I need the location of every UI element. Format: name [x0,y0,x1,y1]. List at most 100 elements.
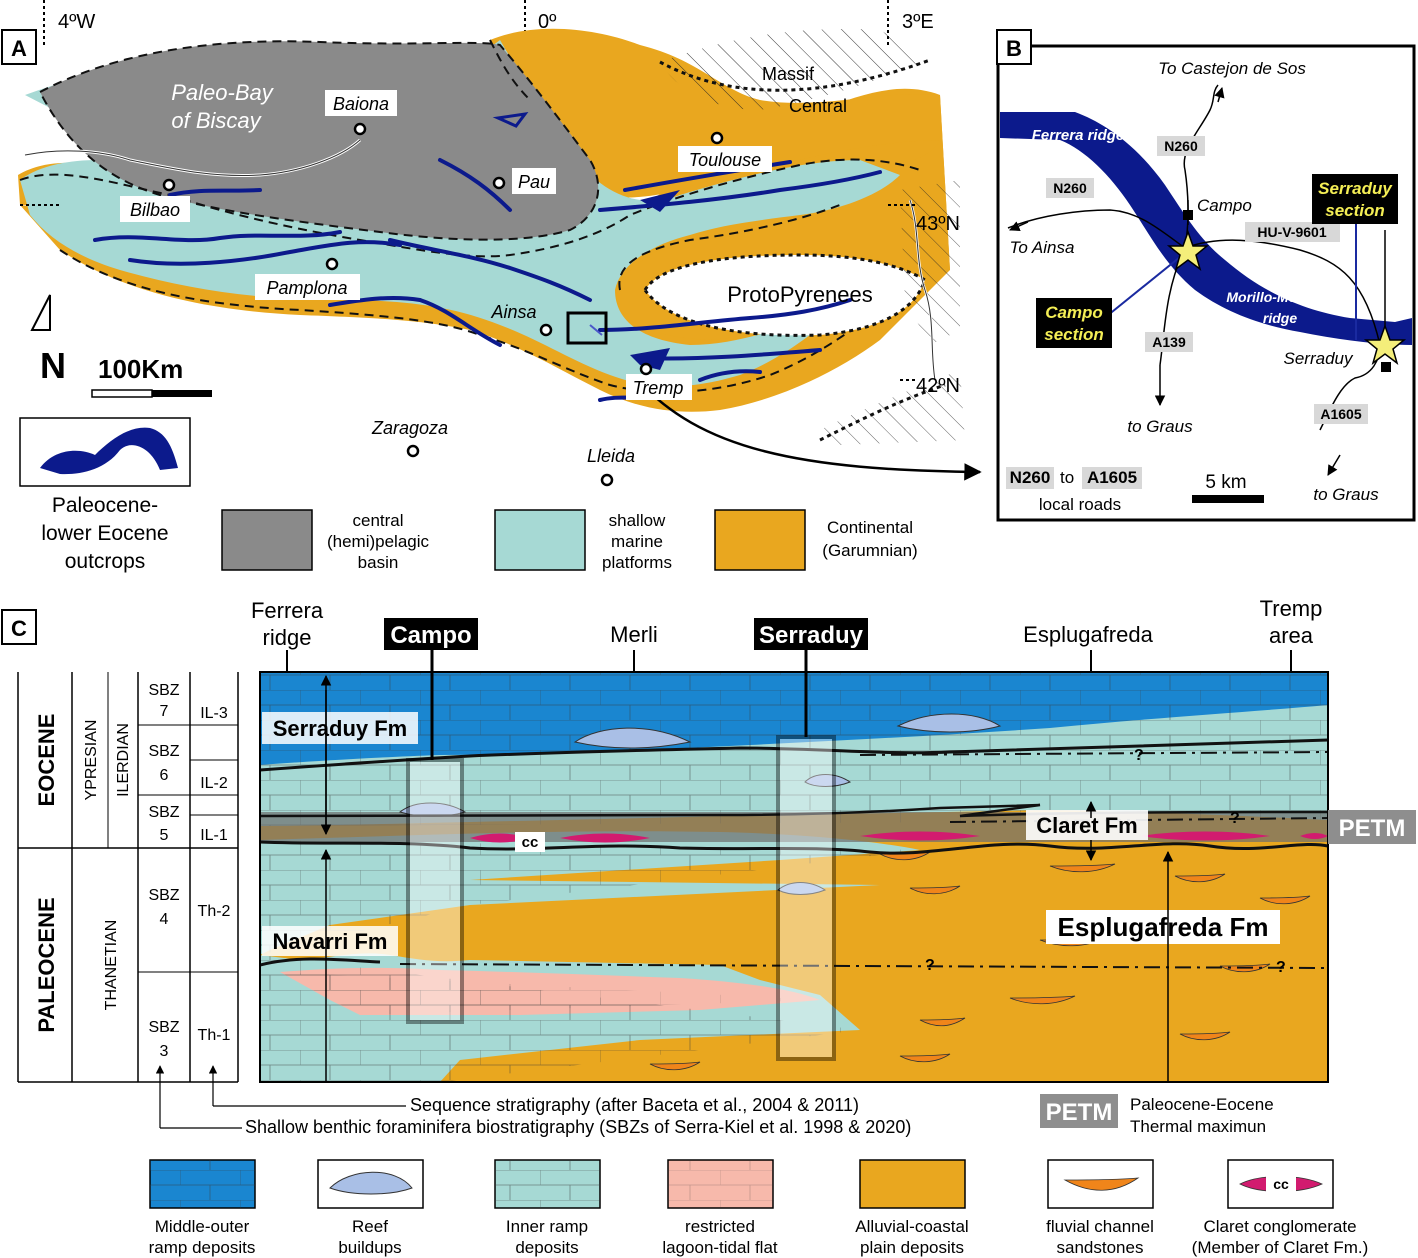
place-morillo-1: Morillo-Merli [1226,289,1310,305]
legend-outcrop-3: outcrops [65,550,146,573]
svg-text:plain deposits: plain deposits [860,1238,964,1257]
city-tremp: Tremp [626,362,692,400]
question-4: ? [1276,959,1286,976]
question-1: ? [1134,747,1144,764]
lon-3e: 3ºE [902,11,934,33]
svg-text:Tremp: Tremp [633,378,684,398]
petm-legend-box: PETM [1046,1099,1113,1126]
panel-a-labels: A 4ºW 0º 3ºE 43ºN 42ºN Paleo-Bay of Bisc… [1,11,960,573]
question-2: ? [1230,810,1240,827]
place-ferrera: Ferrera ridge [1032,127,1125,144]
seq-il3: IL-3 [200,705,228,722]
svg-text:Toulouse: Toulouse [689,150,761,170]
note-sequence: Sequence stratigraphy (after Baceta et a… [410,1095,859,1115]
stage-ypresian: YPRESIAN [83,720,100,801]
svg-text:lagoon-tidal flat: lagoon-tidal flat [662,1238,778,1257]
loc-ferrera-2: ridge [263,625,312,650]
sbz-6-a: SBZ [148,743,179,760]
place-castejon: To Castejon de Sos [1158,59,1306,78]
city-toulouse: Toulouse [678,131,772,172]
svg-text:Claret conglomerate: Claret conglomerate [1203,1217,1356,1236]
legend-alluvial: Alluvial-coastal plain deposits [855,1159,969,1257]
svg-text:fluvial channel: fluvial channel [1046,1217,1154,1236]
svg-text:N260: N260 [1164,138,1198,154]
place-morillo-2: ridge [1263,310,1297,326]
serraduy-section-box [1312,174,1398,224]
question-3: ? [925,957,935,974]
region-bay-2: of Biscay [171,108,262,133]
scale-bar-a [91,389,153,398]
serraduy-column [776,735,836,1061]
epoch-paleocene: PALEOCENE [34,897,59,1032]
legend-outcrop-1: Paleocene- [52,494,158,517]
region-protopyrenees: ProtoPyrenees [727,282,873,307]
svg-text:deposits: deposits [515,1238,578,1257]
legend-continental-1: Continental [827,518,913,537]
note-sbz: Shallow benthic foraminifera biostratigr… [245,1117,911,1137]
massif-central [660,29,930,110]
city-baiona: Baiona [325,90,397,136]
loc-campo: Campo [390,622,471,649]
svg-text:Pamplona: Pamplona [266,278,347,298]
svg-text:HU-V-9601: HU-V-9601 [1257,224,1326,240]
petm-label-box [1328,810,1416,844]
protopyrenees [645,255,925,336]
legend-pelagic-swatch [221,509,313,571]
place-graus-1: to Graus [1127,417,1193,436]
north-arrow-icon [30,294,51,331]
campo-section-2: section [1044,325,1104,344]
scale-label-b: 5 km [1205,472,1246,493]
legend-continental-2: (Garumnian) [822,541,917,560]
place-campo: Campo [1197,196,1252,215]
svg-text:restricted: restricted [685,1217,755,1236]
legend-pelagic-3: basin [358,553,399,572]
sbz-3-b: 3 [160,1043,169,1060]
region-massif-1: Massif [762,64,815,84]
svg-text:N260: N260 [1053,180,1087,196]
loc-esplugafreda: Esplugafreda [1023,622,1153,647]
sbz-3-a: SBZ [148,1019,179,1036]
fm-claret: Claret Fm [1036,813,1137,838]
panel-a-map [18,0,982,481]
ferrera-morillo-ridge [1000,112,1412,345]
legend-middle-outer: Middle-outer ramp deposits [149,1159,256,1257]
legend-lagoon: restricted lagoon-tidal flat [662,1159,778,1257]
svg-text:A139: A139 [1152,334,1186,350]
scale-label-a: 100Km [98,354,183,384]
fm-navarri: Navarri Fm [273,929,388,954]
legend-b-to: to [1060,468,1074,487]
legend-b-from: N260 [1010,468,1051,487]
reef-buildups [398,713,1002,895]
svg-text:buildups: buildups [338,1238,401,1257]
legend-outcrop-2: lower Eocene [41,522,168,545]
loc-tremp-2: area [1269,623,1314,648]
city-lleida: Lleida [587,446,635,487]
serraduy-star-icon [1363,323,1407,365]
sbz-5-b: 5 [160,827,169,844]
svg-text:Reef: Reef [352,1217,388,1236]
cc-label: cc [522,834,539,851]
place-serraduy: Serraduy [1284,349,1354,368]
loc-serraduy: Serraduy [759,622,864,649]
legend-reef: Reef buildups [317,1159,424,1257]
pelagic-basin [40,41,599,240]
sbz-7-a: SBZ [148,682,179,699]
sbz-4-a: SBZ [148,887,179,904]
fm-esplugafreda: Esplugafreda Fm [1058,912,1269,942]
campo-section-box [1036,298,1112,348]
sbz-4-b: 4 [160,911,169,928]
legend-b-until: A1605 [1087,468,1137,487]
legend-shallow-2: marine [611,532,663,551]
loc-tremp-1: Tremp [1260,596,1323,621]
legend-continental-swatch [714,509,806,571]
city-pamplona: Pamplona [255,257,360,300]
lat-43n: 43ºN [916,213,960,235]
campo-section-1: Campo [1045,303,1103,322]
sbz-5-a: SBZ [148,804,179,821]
place-ainsa: To Ainsa [1010,238,1075,257]
fm-serraduy: Serraduy Fm [273,716,408,741]
loc-ferrera-1: Ferrera [251,598,324,623]
campo-star-icon [1166,229,1210,271]
legend-b-local: local roads [1039,495,1121,514]
svg-text:Lleida: Lleida [587,446,635,466]
